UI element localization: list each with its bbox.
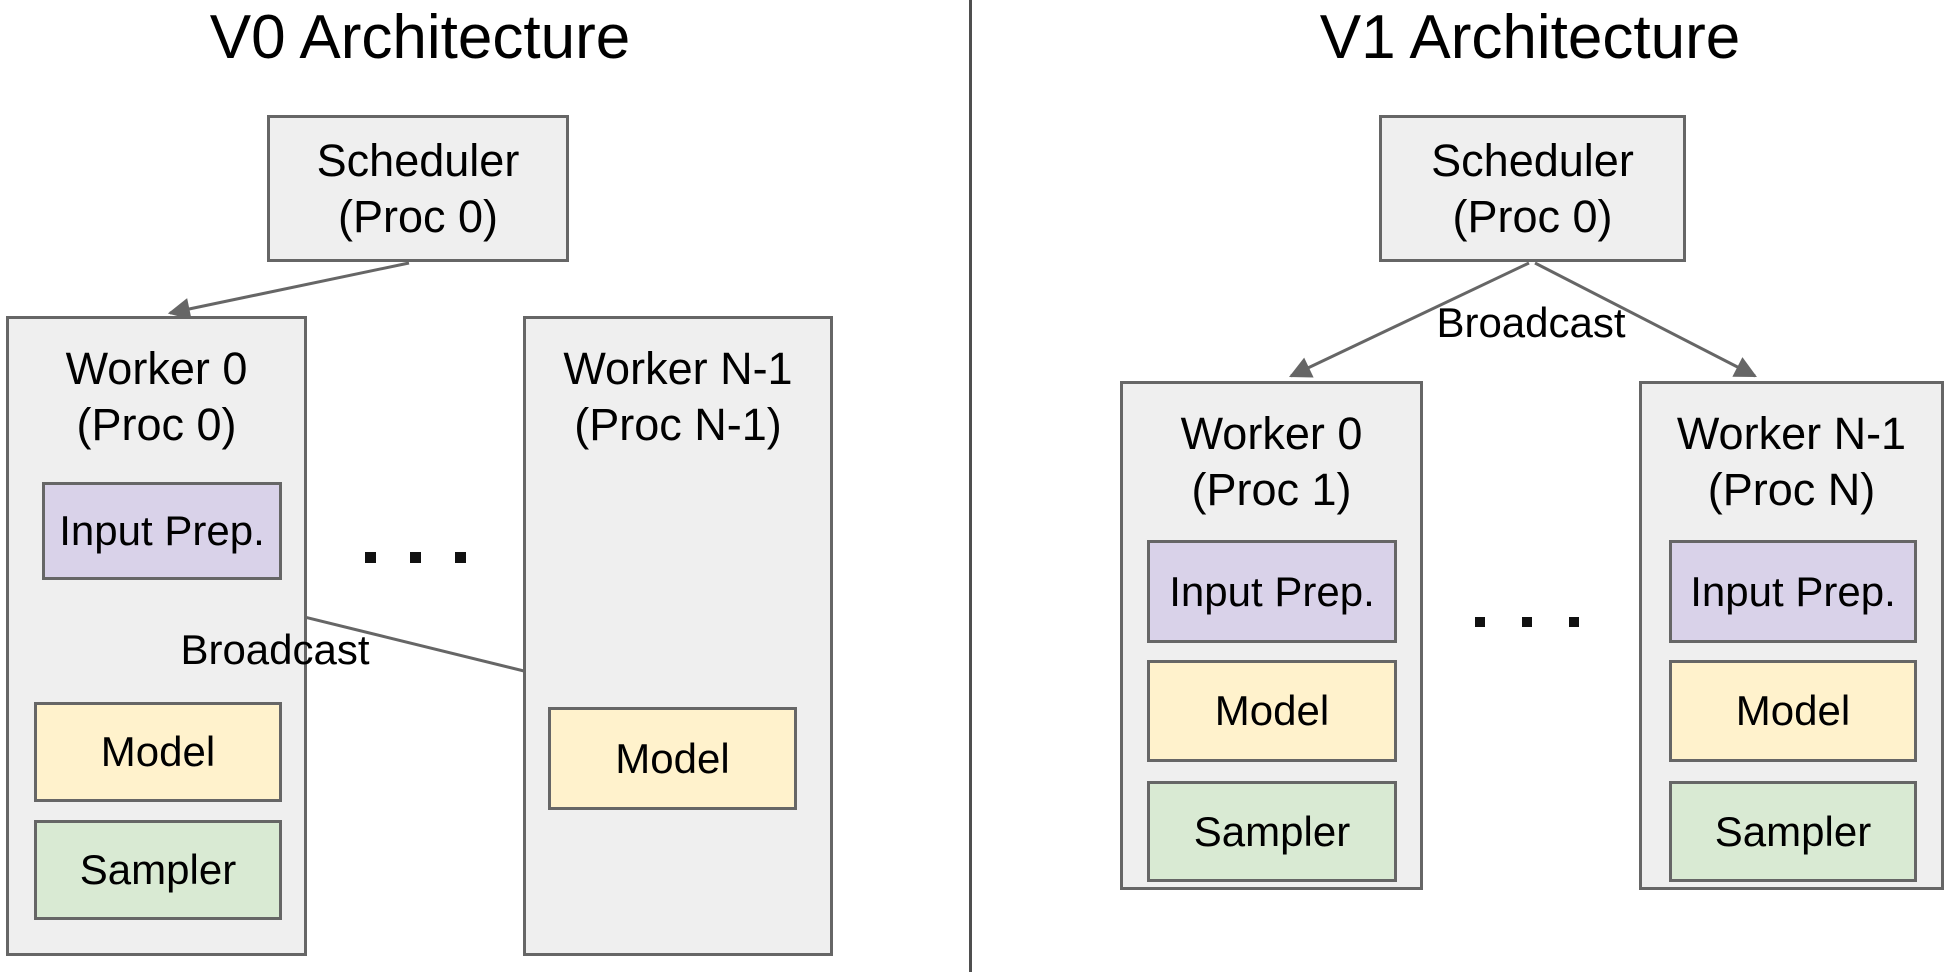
ellipsis-dot [1522, 617, 1532, 627]
v1-title: V1 Architecture [1319, 3, 1741, 72]
v1-workerN-proc: (Proc N) [1707, 464, 1876, 515]
v0-scheduler-proc: (Proc 0) [337, 190, 499, 242]
v0-broadcast-label: Broadcast [180, 626, 370, 673]
v1-workerN-name: Worker N-1 [1676, 408, 1907, 459]
v0-title: V0 Architecture [209, 3, 631, 72]
v0-worker0-input-prep-box: Input Prep. [42, 482, 282, 580]
ellipsis-dot [365, 552, 376, 563]
ellipsis-dot [1569, 617, 1579, 627]
v0-workerN-proc: (Proc N-1) [574, 399, 782, 450]
v1-scheduler-name: Scheduler [1431, 134, 1634, 186]
v1-workerN-sampler-box: Sampler [1669, 781, 1917, 882]
v0-worker0-box: Worker 0 (Proc 0) Input Prep. Model Samp… [6, 316, 307, 956]
v0-worker0-proc: (Proc 0) [76, 399, 237, 450]
v0-scheduler-to-worker0-arrow [167, 261, 410, 320]
ellipsis-dot [410, 552, 421, 563]
v0-workerN-box: Worker N-1 (Proc N-1) Model [523, 316, 833, 956]
v0-scheduler-name: Scheduler [316, 134, 520, 186]
v1-worker0-model-box: Model [1147, 660, 1397, 762]
v1-workerN-label: Worker N-1 (Proc N) [1642, 406, 1941, 518]
ellipsis-dot [455, 552, 466, 563]
v1-broadcast-label: Broadcast [1436, 299, 1626, 346]
v1-worker0-box: Worker 0 (Proc 1) Input Prep. Model Samp… [1120, 381, 1423, 890]
v0-workerN-label: Worker N-1 (Proc N-1) [526, 341, 830, 453]
v1-scheduler-box: Scheduler (Proc 0) [1379, 115, 1686, 262]
v1-worker0-name: Worker 0 [1180, 408, 1363, 459]
v1-workerN-model-box: Model [1669, 660, 1917, 762]
v1-worker0-input-prep-box: Input Prep. [1147, 540, 1397, 643]
v0-workerN-name: Worker N-1 [563, 343, 793, 394]
v1-worker0-proc: (Proc 1) [1191, 464, 1352, 515]
ellipsis-dot [1475, 617, 1485, 627]
v1-worker0-label: Worker 0 (Proc 1) [1123, 406, 1420, 518]
v0-scheduler-box: Scheduler (Proc 0) [267, 115, 569, 262]
v1-workerN-box: Worker N-1 (Proc N) Input Prep. Model Sa… [1639, 381, 1944, 890]
v0-worker0-label: Worker 0 (Proc 0) [9, 341, 304, 453]
v0-worker0-model-box: Model [34, 702, 282, 802]
panel-divider [969, 0, 972, 972]
v1-worker0-sampler-box: Sampler [1147, 781, 1397, 882]
v0-worker0-sampler-box: Sampler [34, 820, 282, 920]
v0-workerN-model-box: Model [548, 707, 797, 810]
v0-ellipsis [365, 552, 466, 563]
v1-workerN-input-prep-box: Input Prep. [1669, 540, 1917, 643]
v1-ellipsis [1475, 617, 1579, 627]
v1-scheduler-proc: (Proc 0) [1452, 190, 1613, 242]
v0-worker0-name: Worker 0 [65, 343, 248, 394]
